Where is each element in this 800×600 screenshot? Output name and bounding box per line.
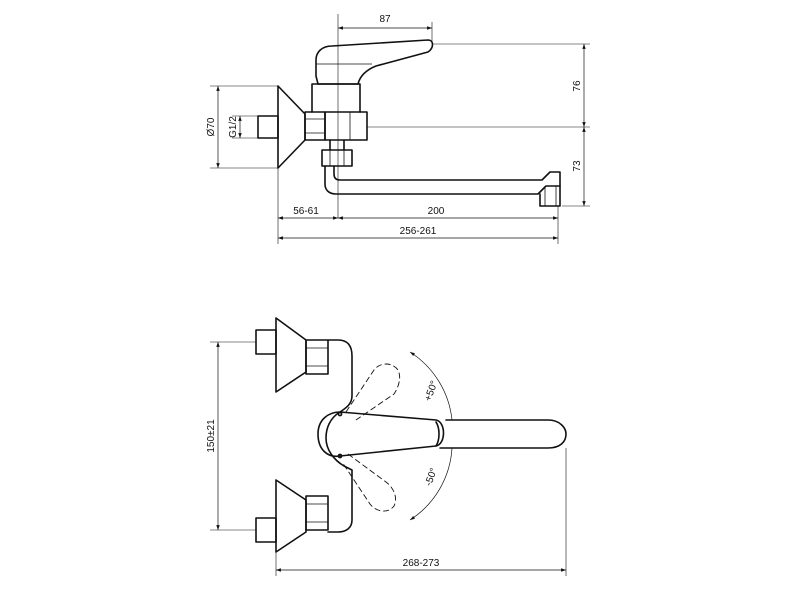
dim-overall-top: 268-273 [403,558,440,569]
dim-rosette-diameter: Ø70 [206,117,217,136]
top-view [210,317,567,576]
dim-height-lower: 73 [572,160,583,172]
angle-minus-label: -50° [423,467,440,488]
dim-lever-width: 87 [379,14,391,25]
dim-height-upper: 76 [572,80,583,92]
angle-plus-label: +50° [423,379,441,402]
dim-overall-side: 256-261 [400,226,437,237]
dim-inlet-centres: 150±21 [206,419,217,453]
dim-thread: G1/2 [228,116,239,138]
dim-wall-offset: 56-61 [293,206,319,217]
side-view [210,14,590,244]
dim-spout-length: 200 [428,206,445,217]
